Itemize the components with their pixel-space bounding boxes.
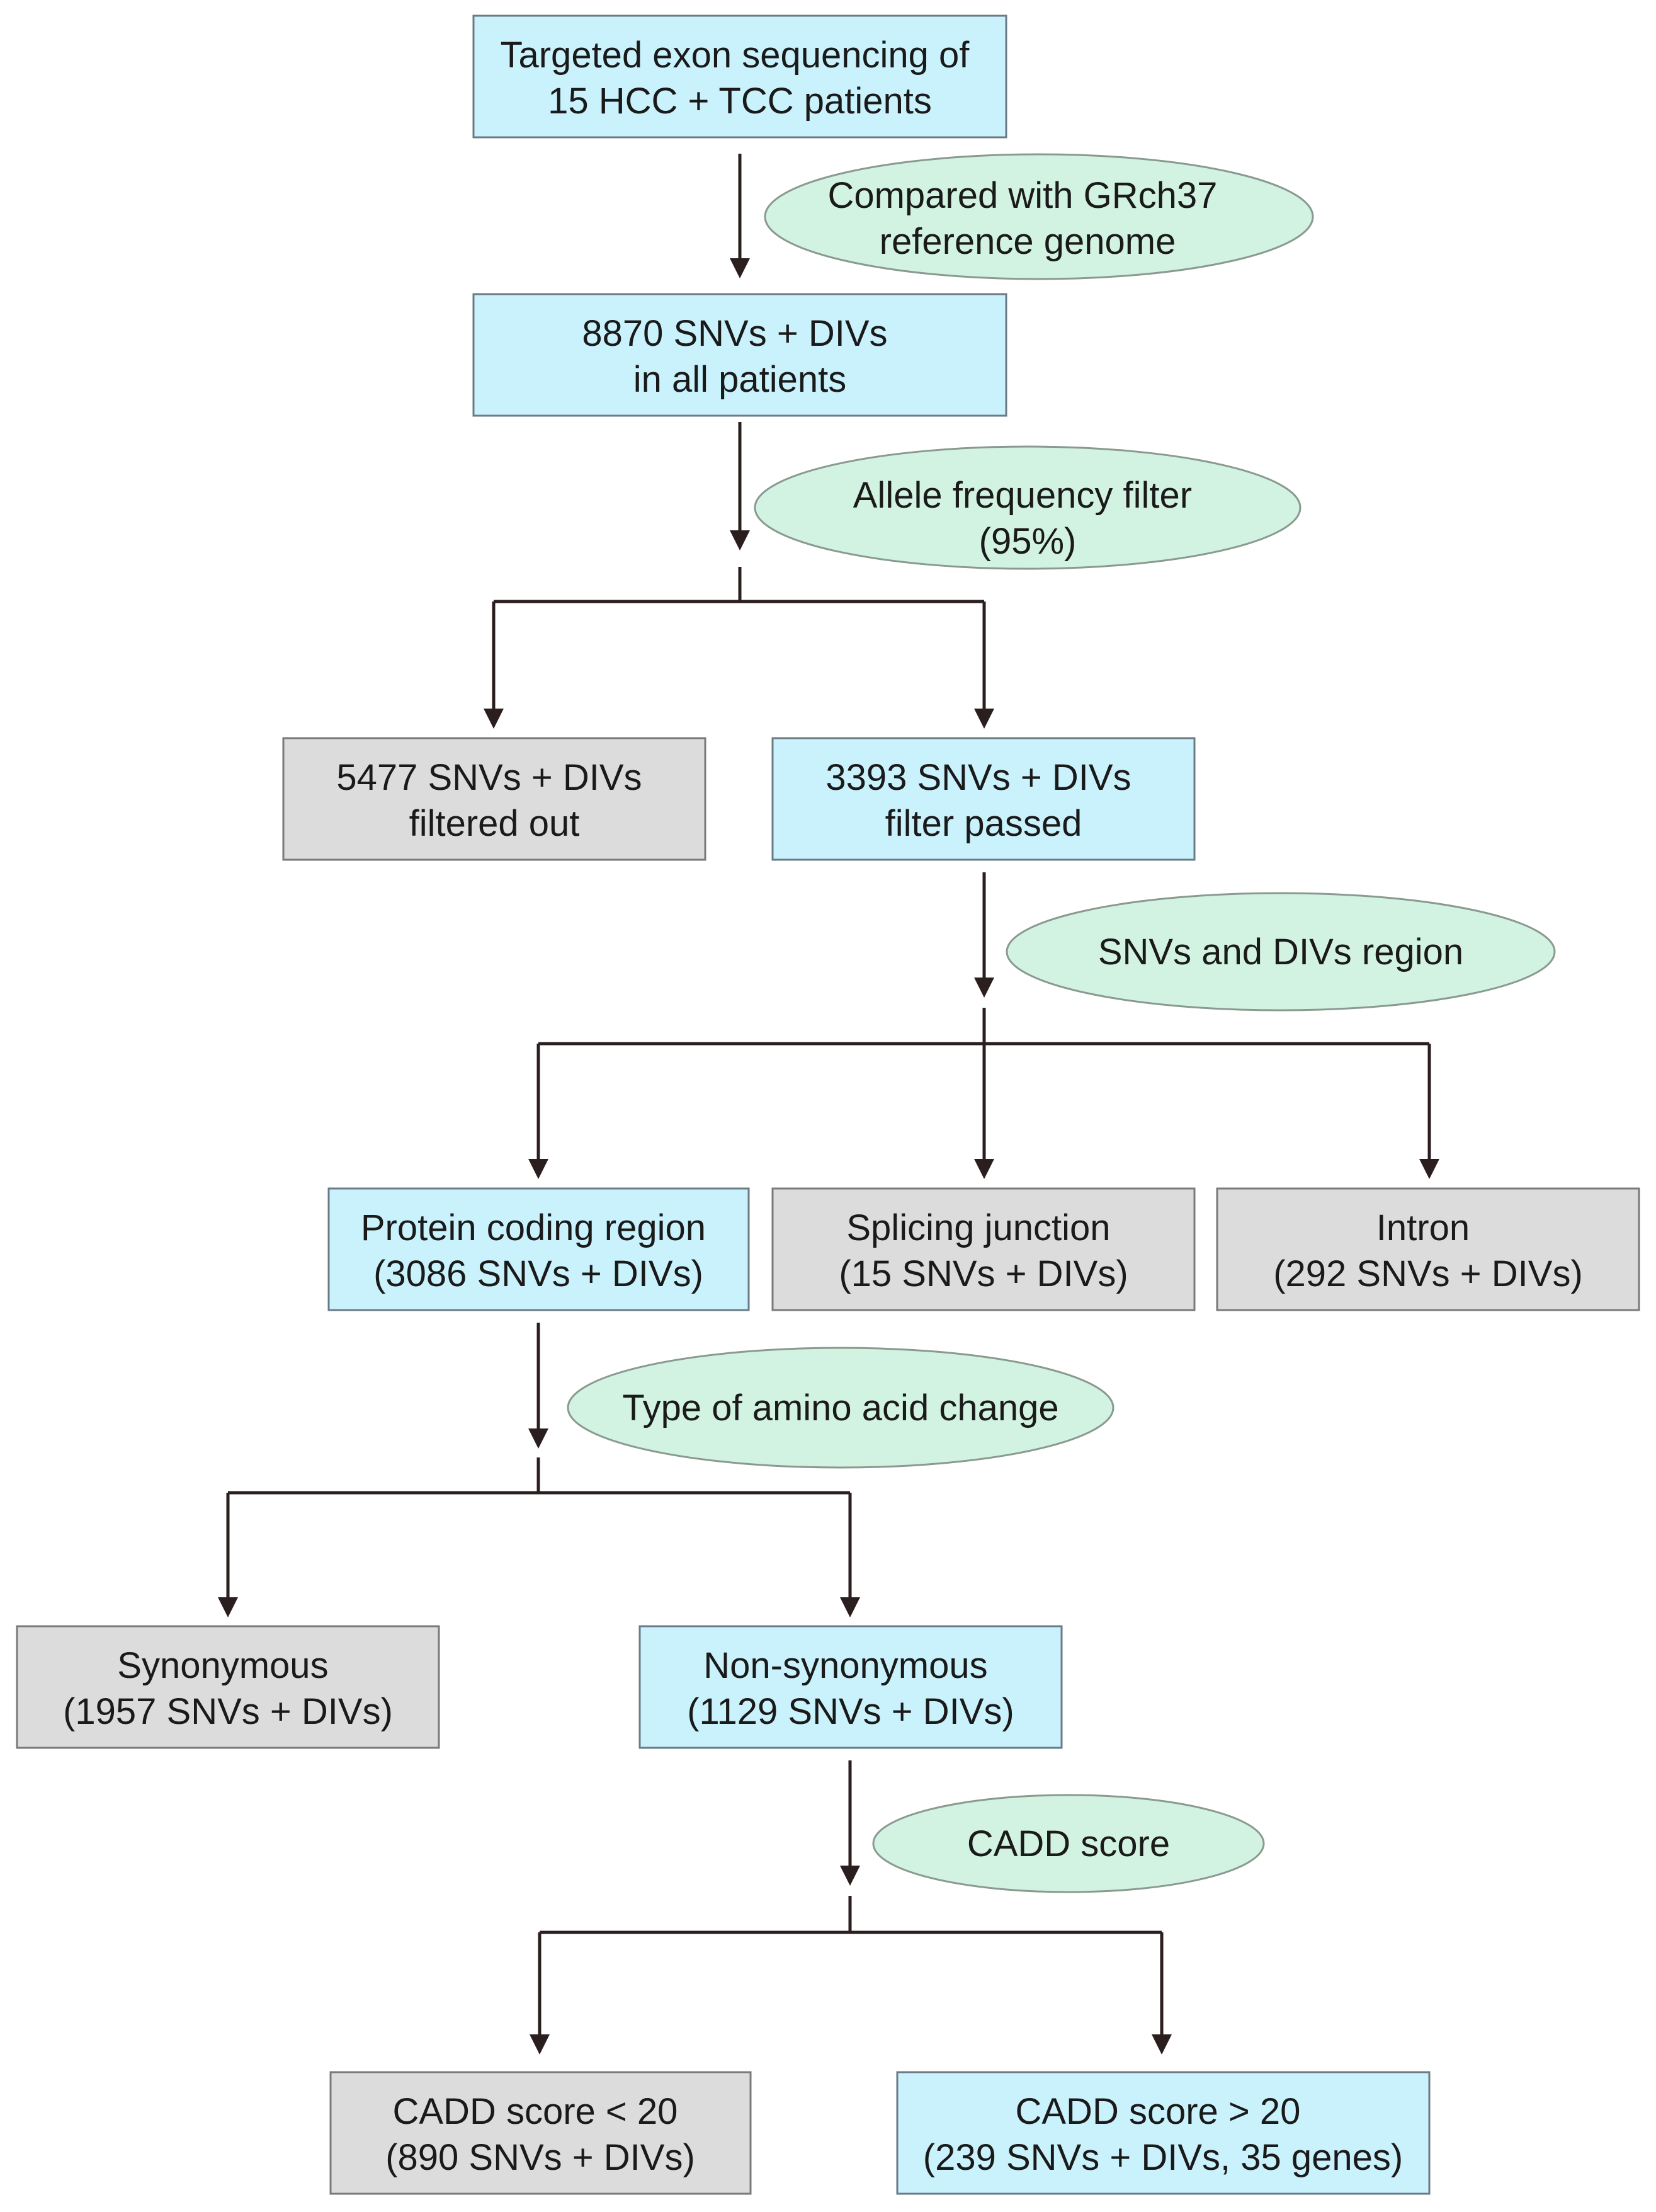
arrowhead [1152, 2034, 1172, 2055]
node-cadd-low-line-1: CADD score < 20 [392, 2091, 678, 2132]
svg-text:Protein coding region (3: Protein coding region (3086 SNVs + DIVs) [361, 1207, 716, 1294]
node-all-variants-line-2: in all patients [633, 359, 847, 400]
node-cadd-high-line-1: CADD score > 20 [1015, 2091, 1300, 2132]
svg-text:5477 SNVs + DIVs filtere: 5477 SNVs + DIVs filtered out [336, 757, 652, 844]
node-synonymous: Synonymous (1957 SNVs + DIVs) [16, 1625, 440, 1749]
node-non-synonymous-line-1: Non-synonymous [703, 1645, 987, 1686]
svg-text:Intron (292 SNVs + DIVs): Intron (292 SNVs + DIVs) [1273, 1207, 1583, 1294]
svg-text:Allele frequency filter: Allele frequency filter (95%) [853, 475, 1203, 562]
node-start-line-2: 15 HCC + TCC patients [548, 81, 932, 122]
node-synonymous-line-2: (1957 SNVs + DIVs) [63, 1691, 393, 1732]
node-splicing-junction: Splicing junction (15 SNVs + DIVs) [771, 1187, 1196, 1311]
node-cadd-low: CADD score < 20 (890 SNVs + DIVs) [329, 2071, 752, 2195]
step-reference-line-1: Compared with GRch37 [827, 175, 1217, 216]
node-cadd-high: CADD score > 20 (239 SNVs + DIVs, 35 gen… [896, 2071, 1431, 2195]
arrowhead [528, 1428, 548, 1449]
step-region: SNVs and DIVs region [1006, 892, 1556, 1012]
svg-text:Synonymous (1957 SNVs +: Synonymous (1957 SNVs + DIVs) [63, 1645, 393, 1732]
step-amino-acid: Type of amino acid change [567, 1347, 1114, 1469]
arrowhead [974, 1159, 994, 1179]
node-start: Targeted exon sequencing of 15 HCC + TCC… [472, 14, 1007, 139]
step-cadd: CADD score [872, 1794, 1265, 1893]
node-protein-coding-line-1: Protein coding region [361, 1207, 706, 1248]
svg-text:Splicing junction (15 SN: Splicing junction (15 SNVs + DIVs) [839, 1207, 1128, 1294]
node-cadd-low-line-2: (890 SNVs + DIVs) [385, 2137, 695, 2178]
step-allele-filter: Allele frequency filter (95%) [754, 445, 1302, 570]
node-intron-line-1: Intron [1376, 1207, 1470, 1248]
node-filter-passed: 3393 SNVs + DIVs filter passed [771, 737, 1196, 861]
svg-text:SNVs and DIVs region: SNVs and DIVs region [1098, 932, 1463, 972]
arrowhead [974, 709, 994, 729]
node-non-synonymous: Non-synonymous (1129 SNVs + DIVs) [638, 1625, 1063, 1749]
node-filtered-out: 5477 SNVs + DIVs filtered out [282, 737, 706, 861]
svg-text:8870 SNVs + DIVs in all: 8870 SNVs + DIVs in all patients [582, 313, 897, 400]
node-filtered-out-line-2: filtered out [409, 803, 580, 844]
step-allele-filter-line-1: Allele frequency filter [853, 475, 1192, 516]
node-intron: Intron (292 SNVs + DIVs) [1216, 1187, 1640, 1311]
step-region-label: SNVs and DIVs region [1098, 932, 1463, 972]
node-splicing-line-1: Splicing junction [846, 1207, 1110, 1248]
step-amino-acid-label: Type of amino acid change [622, 1388, 1058, 1428]
node-filter-passed-line-1: 3393 SNVs + DIVs [825, 757, 1131, 798]
step-reference: Compared with GRch37 reference genome [764, 153, 1314, 280]
node-splicing-line-2: (15 SNVs + DIVs) [839, 1253, 1128, 1294]
node-protein-coding: Protein coding region (3086 SNVs + DIVs) [327, 1187, 750, 1311]
arrowhead [840, 1866, 860, 1886]
arrowhead [218, 1597, 238, 1617]
arrowhead [730, 258, 750, 278]
node-cadd-high-line-2: (239 SNVs + DIVs, 35 genes) [923, 2137, 1403, 2178]
node-non-synonymous-line-2: (1129 SNVs + DIVs) [687, 1691, 1014, 1732]
node-synonymous-line-1: Synonymous [117, 1645, 328, 1686]
svg-text:Targeted exon sequencing of: Targeted exon sequencing of 15 HCC + TCC… [500, 35, 979, 122]
node-all-variants-line-1: 8870 SNVs + DIVs [582, 313, 887, 354]
svg-text:3393 SNVs + DIVs filter: 3393 SNVs + DIVs filter passed [825, 757, 1141, 844]
svg-text:CADD score: CADD score [967, 1823, 1170, 1864]
node-filtered-out-line-1: 5477 SNVs + DIVs [336, 757, 642, 798]
svg-text:CADD score > 20 (239 SNV: CADD score > 20 (239 SNVs + DIVs, 35 gen… [923, 2091, 1403, 2178]
svg-text:Compared with GRch37 ref: Compared with GRch37 reference genome [827, 175, 1227, 262]
node-all-variants: 8870 SNVs + DIVs in all patients [472, 293, 1007, 417]
svg-text:Non-synonymous (1129 SNV: Non-synonymous (1129 SNVs + DIVs) [687, 1645, 1014, 1732]
node-filter-passed-line-2: filter passed [885, 803, 1082, 844]
node-start-line-1: Targeted exon sequencing of [500, 35, 970, 76]
arrowhead [528, 1159, 548, 1179]
arrowhead [840, 1597, 860, 1617]
arrowhead [484, 709, 504, 729]
node-protein-coding-line-2: (3086 SNVs + DIVs) [373, 1253, 703, 1294]
arrowhead [1419, 1159, 1439, 1179]
arrowhead [530, 2034, 550, 2055]
node-intron-line-2: (292 SNVs + DIVs) [1273, 1253, 1583, 1294]
svg-text:Type of amino acid change: Type of amino acid change [622, 1388, 1058, 1428]
arrowhead [974, 978, 994, 998]
arrowhead [730, 530, 750, 550]
step-cadd-label: CADD score [967, 1823, 1170, 1864]
connectors [218, 154, 1439, 2055]
step-reference-line-2: reference genome [880, 221, 1176, 262]
svg-text:CADD score < 20 (890 SNV: CADD score < 20 (890 SNVs + DIVs) [385, 2091, 695, 2178]
step-allele-filter-line-2: (95%) [979, 521, 1077, 562]
